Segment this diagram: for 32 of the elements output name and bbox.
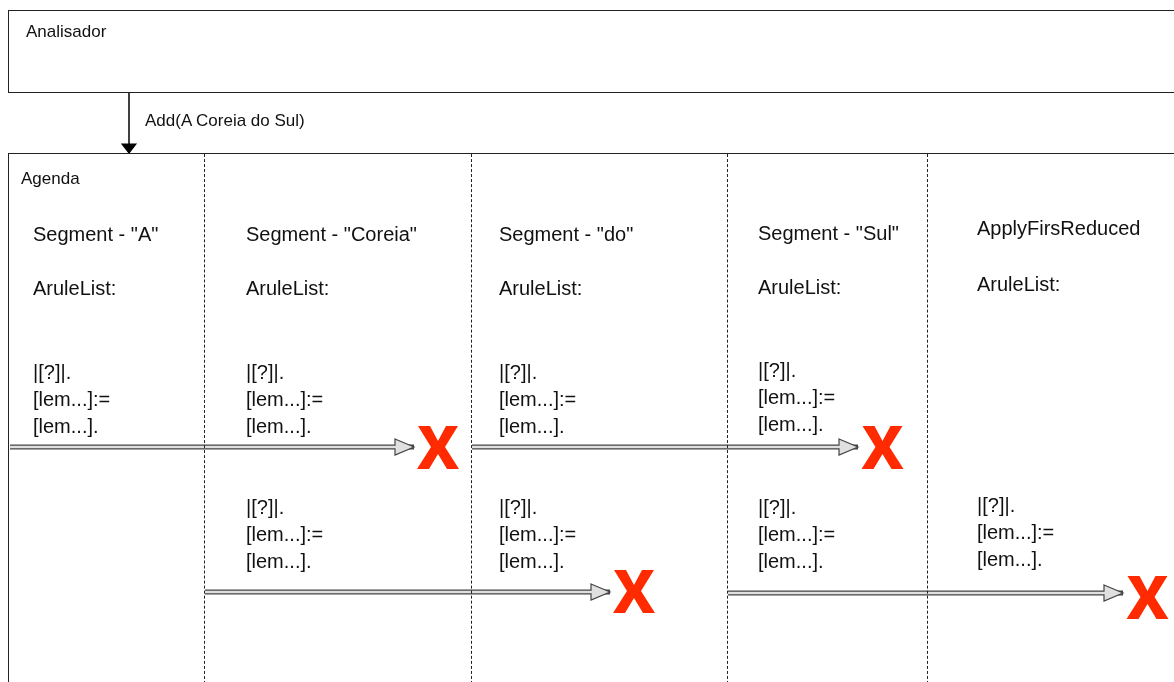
rule-text: |[?]|. [lem...]:= [lem...]. bbox=[758, 358, 837, 437]
segment-heading: ApplyFirsReduced bbox=[977, 217, 1141, 240]
box-title: Agenda bbox=[21, 169, 80, 189]
arrow bbox=[10, 438, 415, 456]
rule-text: |[?]|. [lem...]:= [lem...]. bbox=[246, 360, 325, 439]
segment-heading: Segment - "A" bbox=[33, 223, 159, 246]
cross-mark bbox=[612, 568, 656, 615]
rule-text: |[?]|. [lem...]:= [lem...]. bbox=[33, 360, 112, 439]
segment-heading: Segment - "Sul" bbox=[758, 222, 899, 245]
rule-text: |[?]|. [lem...]:= [lem...]. bbox=[758, 495, 837, 574]
container-box bbox=[8, 153, 1174, 682]
list-heading: AruleList: bbox=[758, 276, 842, 299]
arrow bbox=[728, 584, 1124, 602]
rule-text: |[?]|. [lem...]:= [lem...]. bbox=[499, 495, 578, 574]
cross-mark bbox=[416, 424, 460, 471]
cross-mark bbox=[860, 424, 905, 471]
rule-text: |[?]|. [lem...]:= [lem...]. bbox=[246, 495, 325, 574]
list-heading: AruleList: bbox=[33, 277, 117, 300]
edge-label: Add(A Coreia do Sul) bbox=[143, 111, 307, 131]
segment-heading: Segment - "Coreia" bbox=[246, 223, 417, 246]
component-box bbox=[8, 10, 1174, 93]
rule-text: |[?]|. [lem...]:= [lem...]. bbox=[977, 493, 1056, 572]
arrow bbox=[121, 92, 137, 154]
box-title: Analisador bbox=[26, 22, 107, 42]
arrow bbox=[205, 583, 611, 601]
list-heading: AruleList: bbox=[977, 273, 1061, 296]
arrow bbox=[472, 438, 859, 456]
list-heading: AruleList: bbox=[246, 277, 330, 300]
cross-mark bbox=[1125, 574, 1170, 621]
rule-text: |[?]|. [lem...]:= [lem...]. bbox=[499, 360, 578, 439]
segment-heading: Segment - "do" bbox=[499, 223, 634, 246]
list-heading: AruleList: bbox=[499, 277, 583, 300]
